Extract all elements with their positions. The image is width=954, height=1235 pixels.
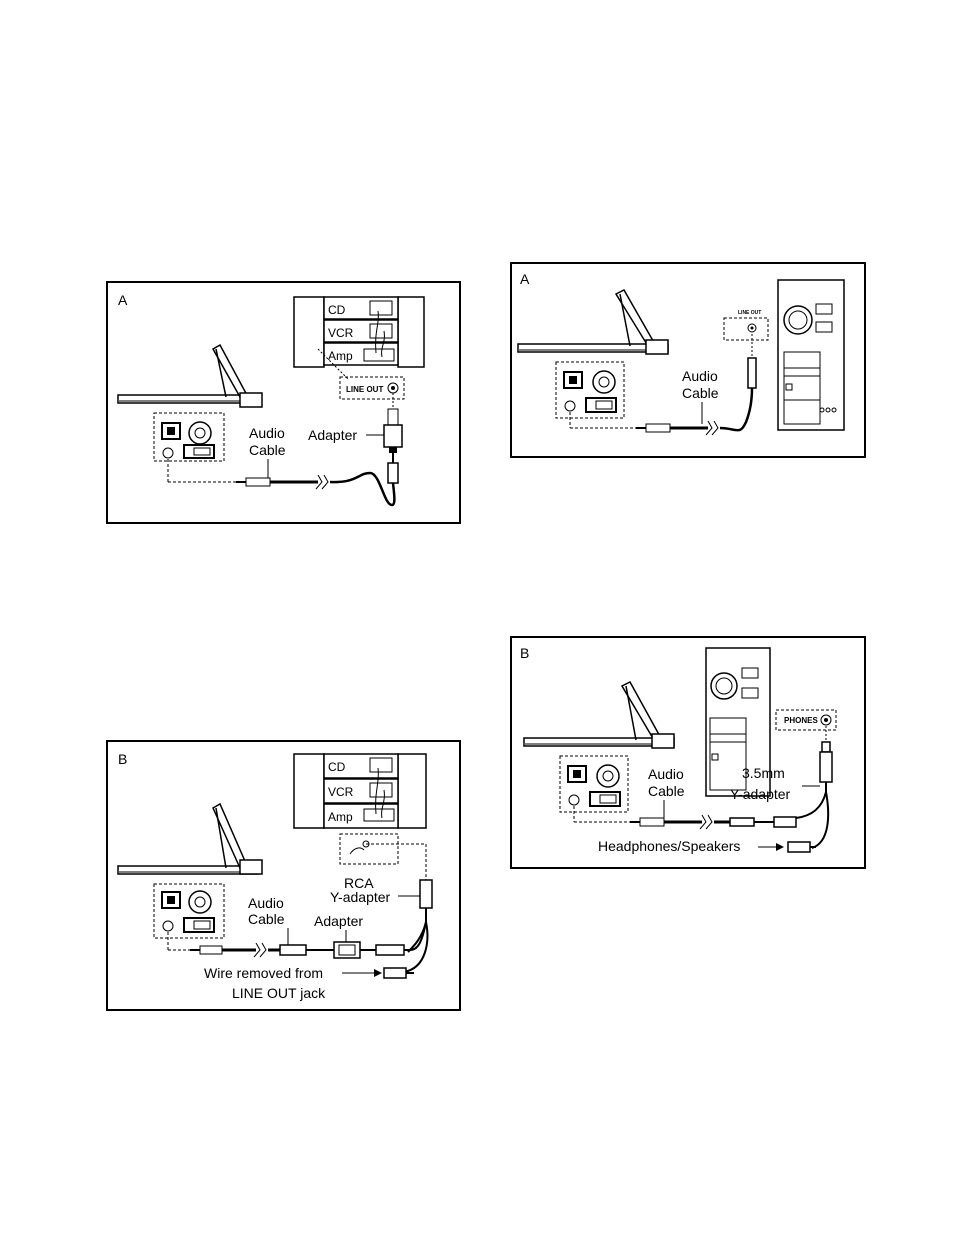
audio-cable-label-2: Cable — [682, 385, 719, 401]
treadmill-icon — [524, 682, 674, 748]
arrow-icon — [776, 843, 784, 851]
audio-cable-label-1: Audio — [249, 425, 285, 441]
rca-y-adapter-icon — [404, 880, 432, 972]
treadmill-icon — [518, 290, 668, 354]
panel-letter: B — [118, 751, 127, 767]
panel-left-b: B — [106, 740, 461, 1011]
wire-removed-label-1: Wire removed from — [204, 965, 323, 981]
headphones-label: Headphones/Speakers — [598, 838, 740, 854]
stereo-icon — [294, 754, 426, 828]
audio-cable-label-2: Cable — [648, 783, 685, 799]
line-out-label: LINE OUT — [738, 310, 761, 316]
cd-label: CD — [328, 760, 346, 774]
y-adapter-icon — [796, 742, 832, 848]
arrow-icon — [374, 969, 382, 977]
stereo-icon — [294, 297, 424, 367]
headphones-plug-icon — [788, 842, 816, 852]
treadmill-icon — [118, 804, 262, 874]
panel-left-a: A — [106, 281, 461, 524]
amp-label: Amp — [328, 810, 353, 824]
line-out-label: LINE OUT — [346, 385, 383, 394]
audio-cable-label-2: Cable — [249, 442, 286, 458]
vcr-label: VCR — [328, 785, 354, 799]
wire-removed-label-2: LINE OUT jack — [232, 985, 326, 1001]
diagram-right-b: B — [512, 638, 864, 867]
yadapter-label-2: Y-adapter — [730, 786, 791, 802]
diagram-left-a: A — [108, 283, 459, 522]
phones-label: PHONES — [784, 716, 818, 725]
panel-right-b: B — [510, 636, 866, 869]
console-panel — [556, 362, 624, 418]
line-out-jack — [340, 834, 398, 864]
console-panel — [154, 884, 224, 938]
adapter-icon — [384, 409, 402, 453]
console-panel — [560, 756, 628, 812]
computer-tower-icon — [778, 280, 844, 430]
audio-cable-label-1: Audio — [648, 766, 684, 782]
audio-cable — [168, 459, 394, 505]
diagram-right-a: A — [512, 264, 864, 456]
diagram-left-b: B — [108, 742, 459, 1009]
yadapter-label-1: 3.5mm — [742, 765, 785, 781]
cd-label: CD — [328, 303, 346, 317]
panel-letter: B — [520, 645, 529, 661]
console-panel — [154, 413, 224, 461]
amp-label: Amp — [328, 349, 353, 363]
audio-cable-label-1: Audio — [248, 895, 284, 911]
plug-icon — [388, 453, 398, 483]
panel-letter: A — [520, 271, 530, 287]
panel-letter: A — [118, 292, 128, 308]
treadmill-icon — [118, 345, 262, 407]
audio-cable-label-1: Audio — [682, 368, 718, 384]
vcr-label: VCR — [328, 326, 354, 340]
panel-right-a: A — [510, 262, 866, 458]
adapter-label: Adapter — [308, 427, 357, 443]
line-out-jack — [724, 318, 768, 340]
adapter-label: Adapter — [314, 913, 363, 929]
rca-label-2: Y-adapter — [330, 889, 391, 905]
audio-cable-label-2: Cable — [248, 911, 285, 927]
